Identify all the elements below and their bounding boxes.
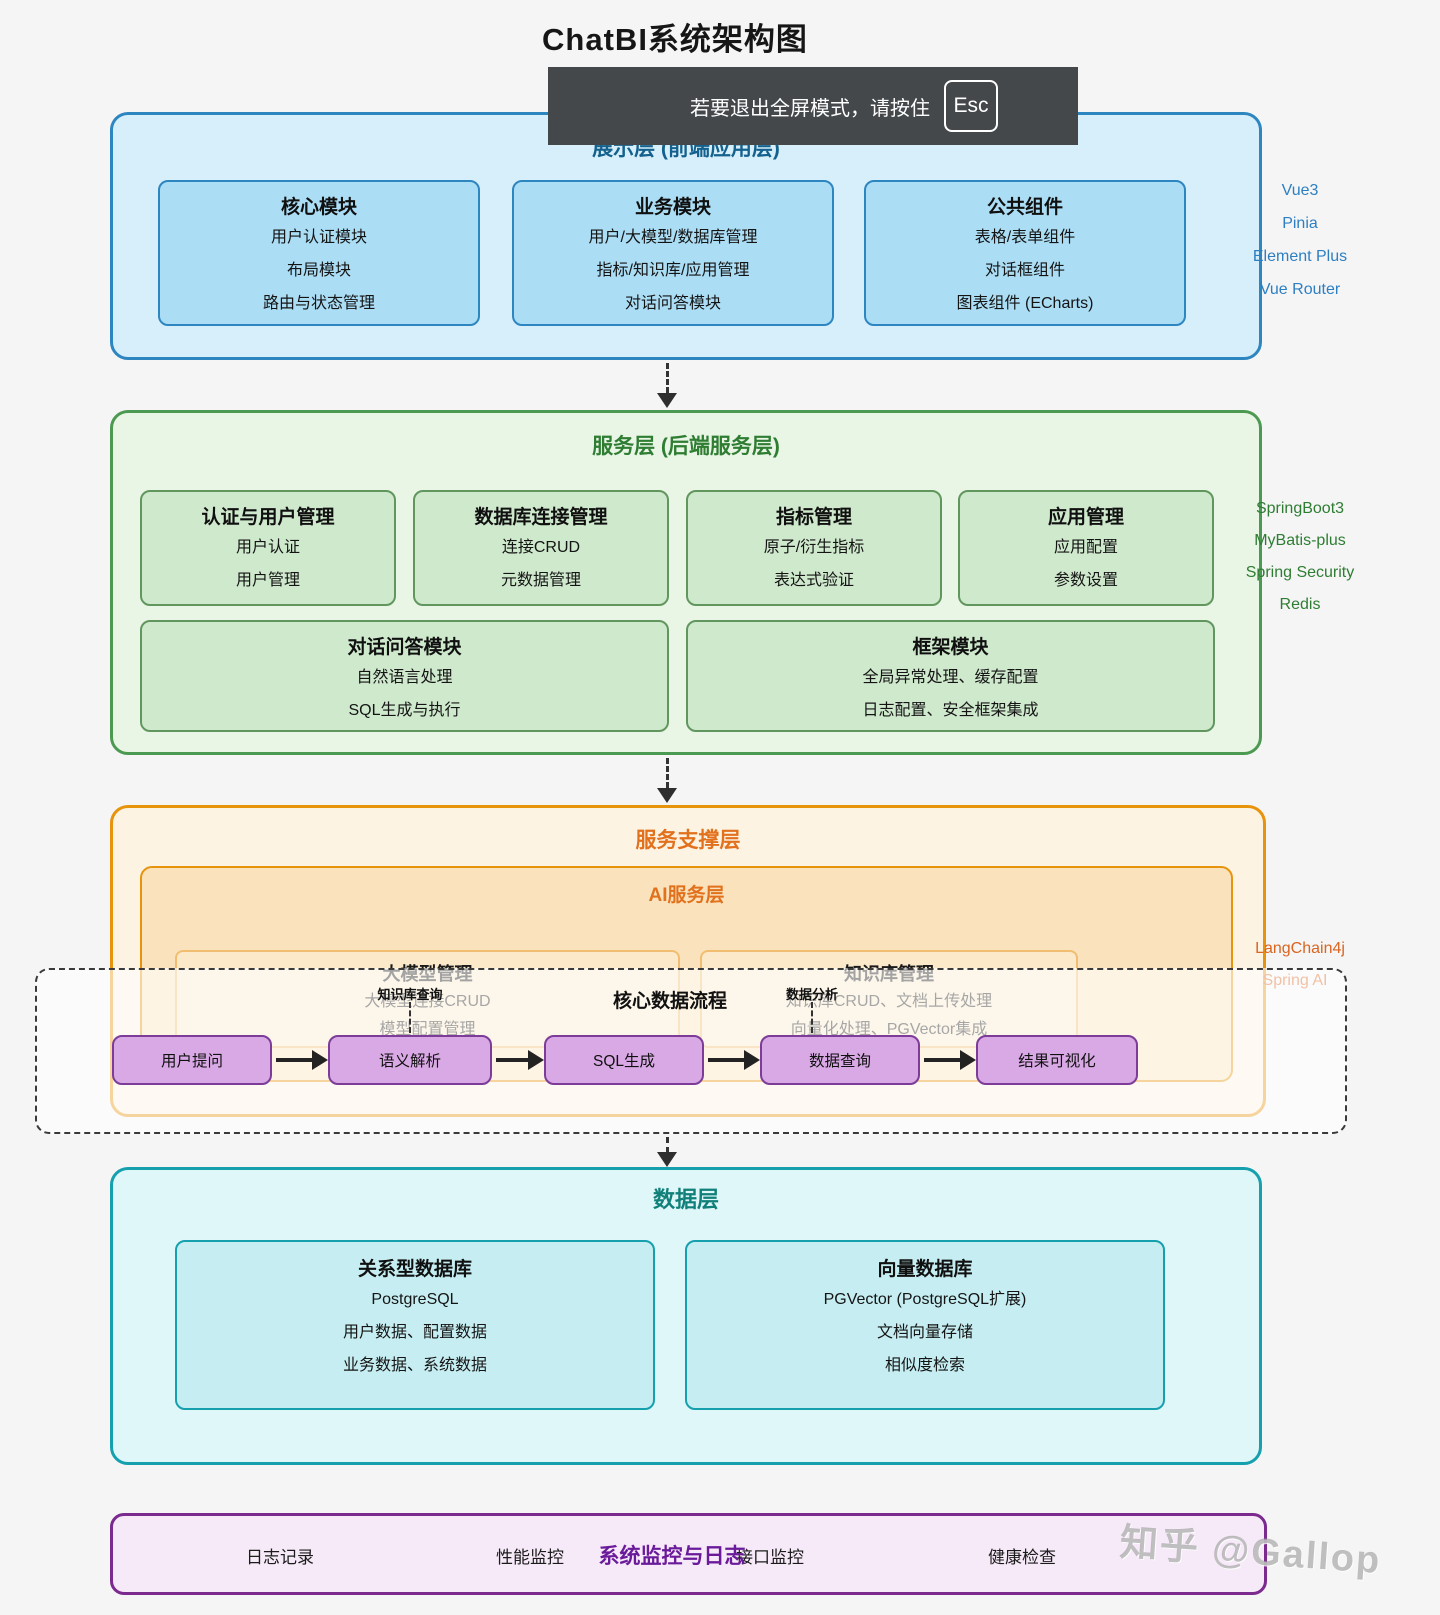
box-line: 元数据管理 bbox=[500, 572, 581, 589]
flow-step-data-query: 数据查询 bbox=[760, 1035, 920, 1085]
arrow-down-icon bbox=[657, 788, 677, 803]
monitor-item-api: 接口监控 bbox=[736, 1548, 804, 1567]
arrow-right-icon bbox=[312, 1050, 328, 1070]
box-line: 对话框组件 bbox=[984, 262, 1065, 279]
box-title: 业务模块 bbox=[634, 197, 711, 218]
tech-label-springboot3: SpringBoot3 bbox=[1255, 500, 1345, 517]
box-line: 用户数据、配置数据 bbox=[342, 1324, 487, 1341]
framework-module-box: 框架模块 全局异常处理、缓存配置 日志配置、安全框架集成 bbox=[686, 620, 1215, 732]
box-line: 路由与状态管理 bbox=[262, 295, 375, 312]
flow-arrow-line bbox=[496, 1058, 530, 1062]
box-line: 自然语言处理 bbox=[356, 669, 453, 686]
arrow-right-icon bbox=[960, 1050, 976, 1070]
monitor-item-performance: 性能监控 bbox=[496, 1548, 564, 1567]
tech-label-pinia: Pinia bbox=[1282, 215, 1318, 232]
monitor-item-health: 健康检查 bbox=[988, 1548, 1056, 1567]
box-title: 数据库连接管理 bbox=[474, 507, 608, 528]
box-line: 应用配置 bbox=[1053, 539, 1118, 556]
box-title: 关系型数据库 bbox=[357, 1259, 472, 1280]
callout-connector-line bbox=[811, 1002, 813, 1033]
vector-db-box: 向量数据库 PGVector (PostgreSQL扩展) 文档向量存储 相似度… bbox=[685, 1240, 1165, 1410]
flow-arrow-line bbox=[924, 1058, 962, 1062]
core-module-box: 核心模块 用户认证模块 布局模块 路由与状态管理 bbox=[158, 180, 480, 326]
arrow-right-icon bbox=[744, 1050, 760, 1070]
metric-management-box: 指标管理 原子/衍生指标 表达式验证 bbox=[686, 490, 942, 606]
box-line: 表达式验证 bbox=[773, 572, 854, 589]
box-line: 文档向量存储 bbox=[876, 1324, 973, 1341]
box-line: 用户认证模块 bbox=[270, 229, 367, 246]
service-layer-title: 服务层 (后端服务层) bbox=[592, 435, 780, 458]
box-line: 用户管理 bbox=[235, 572, 300, 589]
box-line: 日志配置、安全框架集成 bbox=[862, 702, 1039, 719]
tech-label-vue3: Vue3 bbox=[1281, 182, 1319, 199]
box-line: 原子/衍生指标 bbox=[763, 539, 865, 556]
esc-key: Esc bbox=[944, 80, 998, 132]
flow-step-sql-generation: SQL生成 bbox=[544, 1035, 704, 1085]
box-line: 相似度检索 bbox=[884, 1357, 965, 1374]
arrow-down-icon bbox=[657, 393, 677, 408]
box-line: 对话问答模块 bbox=[624, 295, 721, 312]
auth-user-box: 认证与用户管理 用户认证 用户管理 bbox=[140, 490, 396, 606]
business-module-box: 业务模块 用户/大模型/数据库管理 指标/知识库/应用管理 对话问答模块 bbox=[512, 180, 834, 326]
box-line: 参数设置 bbox=[1053, 572, 1118, 589]
callout-data-analysis: 数据分析 bbox=[785, 987, 838, 1002]
dialog-qa-box: 对话问答模块 自然语言处理 SQL生成与执行 bbox=[140, 620, 669, 732]
monitor-title: 系统监控与日志 bbox=[598, 1545, 746, 1568]
box-line: 用户/大模型/数据库管理 bbox=[588, 229, 758, 246]
box-title: 对话问答模块 bbox=[347, 637, 462, 658]
ai-service-layer-title: AI服务层 bbox=[648, 885, 725, 906]
box-title: 应用管理 bbox=[1047, 507, 1124, 528]
flow-step-user-question: 用户提问 bbox=[112, 1035, 272, 1085]
box-line: 表格/表单组件 bbox=[974, 229, 1076, 246]
tech-label-redis: Redis bbox=[1279, 596, 1321, 613]
toast-message: 若要退出全屏模式，请按住 bbox=[690, 97, 930, 120]
box-line: 连接CRUD bbox=[501, 539, 581, 556]
box-line: PGVector (PostgreSQL扩展) bbox=[823, 1291, 1027, 1308]
callout-knowledge-query: 知识库查询 bbox=[377, 987, 443, 1002]
box-line: 全局异常处理、缓存配置 bbox=[862, 669, 1039, 686]
box-line: SQL生成与执行 bbox=[348, 702, 461, 719]
box-line: 图表组件 (ECharts) bbox=[956, 295, 1094, 312]
box-title: 框架模块 bbox=[912, 637, 989, 658]
core-data-flow-title: 核心数据流程 bbox=[612, 991, 727, 1012]
page-title: ChatBI系统架构图 bbox=[542, 22, 808, 57]
layer-connector-line bbox=[666, 758, 669, 788]
box-title: 认证与用户管理 bbox=[201, 507, 335, 528]
flow-arrow-line bbox=[708, 1058, 746, 1062]
box-line: 布局模块 bbox=[286, 262, 351, 279]
tech-label-mybatis-plus: MyBatis-plus bbox=[1254, 532, 1346, 549]
data-layer-title: 数据层 bbox=[652, 1187, 719, 1212]
box-title: 向量数据库 bbox=[877, 1259, 973, 1280]
layer-connector-line bbox=[666, 1137, 669, 1153]
tech-label-element-plus: Element Plus bbox=[1252, 248, 1348, 265]
db-connection-box: 数据库连接管理 连接CRUD 元数据管理 bbox=[413, 490, 669, 606]
arrow-down-icon bbox=[657, 1152, 677, 1167]
relational-db-box: 关系型数据库 PostgreSQL 用户数据、配置数据 业务数据、系统数据 bbox=[175, 1240, 655, 1410]
monitor-item-logging: 日志记录 bbox=[246, 1548, 314, 1567]
box-title: 指标管理 bbox=[775, 507, 852, 528]
fullscreen-exit-toast: 若要退出全屏模式，请按住 Esc bbox=[548, 67, 1078, 145]
layer-connector-line bbox=[666, 363, 669, 393]
support-layer-title: 服务支撑层 bbox=[635, 829, 741, 852]
tech-label-vue-router: Vue Router bbox=[1259, 281, 1341, 298]
box-line: 用户认证 bbox=[235, 539, 300, 556]
box-line: PostgreSQL bbox=[371, 1291, 459, 1308]
flow-step-semantic-parse: 语义解析 bbox=[328, 1035, 492, 1085]
flow-step-result-visualization: 结果可视化 bbox=[976, 1035, 1138, 1085]
arrow-right-icon bbox=[528, 1050, 544, 1070]
common-components-box: 公共组件 表格/表单组件 对话框组件 图表组件 (ECharts) bbox=[864, 180, 1186, 326]
tech-label-spring-security: Spring Security bbox=[1245, 564, 1355, 581]
box-title: 公共组件 bbox=[986, 197, 1063, 218]
callout-connector-line bbox=[409, 1002, 411, 1033]
tech-label-langchain4j: LangChain4j bbox=[1255, 940, 1345, 957]
monitor-bar bbox=[110, 1513, 1267, 1595]
app-management-box: 应用管理 应用配置 参数设置 bbox=[958, 490, 1214, 606]
flow-arrow-line bbox=[276, 1058, 314, 1062]
box-line: 指标/知识库/应用管理 bbox=[596, 262, 750, 279]
box-title: 核心模块 bbox=[280, 197, 357, 218]
box-line: 业务数据、系统数据 bbox=[342, 1357, 487, 1374]
